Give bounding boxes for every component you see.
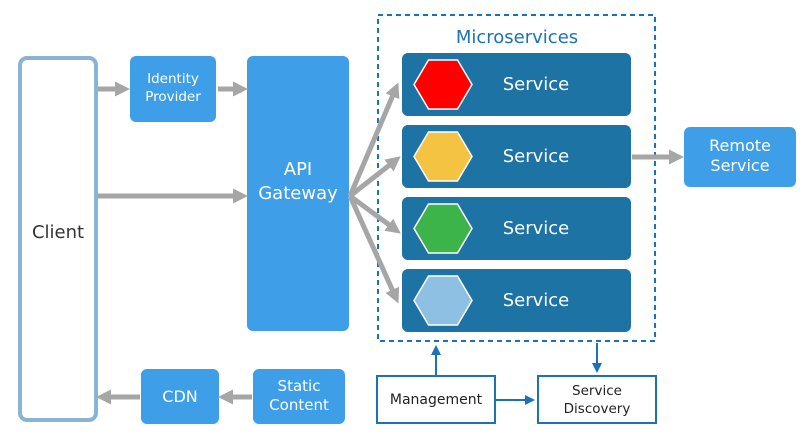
- hexagon-icon: [413, 59, 473, 110]
- management-label: Management: [390, 392, 483, 408]
- identity-provider-line1: Identity: [147, 71, 199, 87]
- service-discovery-box: [537, 375, 657, 424]
- static-content-box: [253, 369, 345, 424]
- static-content-line1: Static: [278, 377, 321, 395]
- service-discovery-line2: Discovery: [564, 401, 631, 417]
- gateway-to-service-3-arrow: [348, 193, 401, 234]
- api-gateway-line1: API: [284, 159, 312, 180]
- client-label: Client: [32, 222, 84, 243]
- client-box: [18, 56, 98, 422]
- hexagon-icon: [413, 131, 473, 182]
- gateway-to-service-2-arrow: [348, 156, 401, 198]
- microservices-title: Microservices: [456, 27, 578, 48]
- api-gateway-box: [247, 56, 349, 331]
- cdn-box: [141, 369, 219, 424]
- cdn-label: CDN: [162, 387, 197, 406]
- api-gateway-line2: Gateway: [258, 183, 338, 204]
- service-label: Service: [503, 290, 570, 311]
- service-discovery-line1: Service: [572, 383, 622, 399]
- gateway-to-service-1-arrow: [347, 82, 400, 197]
- static-content-line2: Content: [269, 396, 329, 414]
- microservices-container: [377, 14, 656, 342]
- service-3: Service: [402, 197, 631, 260]
- gateway-to-service-4-arrow: [347, 194, 400, 304]
- service-1: Service: [402, 53, 631, 116]
- hexagon-icon: [413, 203, 473, 254]
- management-box: [376, 375, 496, 424]
- service-label: Service: [503, 74, 570, 95]
- identity-provider-box: [130, 56, 216, 122]
- identity-provider-line2: Provider: [145, 89, 201, 105]
- hexagon-icon: [413, 275, 473, 326]
- remote-service-line1: Remote: [709, 136, 771, 155]
- remote-service-line2: Service: [710, 156, 769, 175]
- service-label: Service: [503, 218, 570, 239]
- service-2: Service: [402, 125, 631, 188]
- service-label: Service: [503, 146, 570, 167]
- service-4: Service: [402, 269, 631, 332]
- remote-service-box: [684, 127, 796, 187]
